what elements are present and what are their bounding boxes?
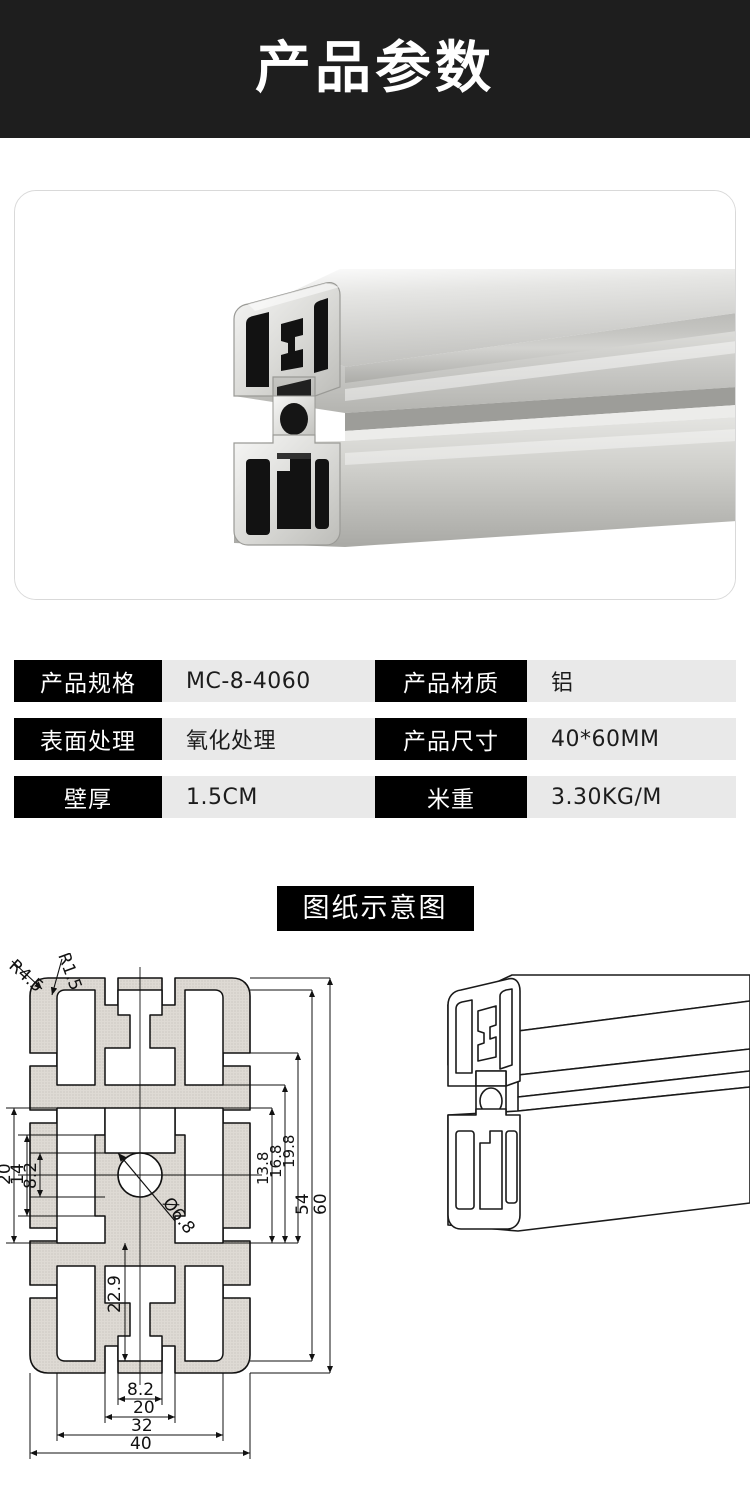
dim-vertical-54: 54 [293, 1193, 313, 1215]
spec-value-product-size: 40*60MM [527, 718, 736, 760]
spec-label-product-model: 产品规格 [14, 660, 162, 702]
technical-drawing-section: R4.5 R1.5 Ø6.8 20 14 8.2 22.9 [0, 953, 750, 1473]
table-row: 产品规格 MC-8-4060 产品材质 铝 [14, 660, 736, 702]
spec-cell-group-right: 产品尺寸 40*60MM [375, 718, 736, 760]
dim-vertical-19-8: 19.8 [280, 1135, 298, 1168]
spec-value-product-model: MC-8-4060 [162, 660, 375, 702]
dim-horizontal-40: 40 [130, 1434, 152, 1454]
spec-cell-group-left: 壁厚 1.5CM [14, 776, 375, 818]
dim-horizontal-8-2: 8.2 [127, 1380, 154, 1400]
page-title: 产品参数 [255, 36, 495, 101]
dim-vertical-60: 60 [311, 1193, 331, 1215]
spec-value-material: 铝 [527, 660, 736, 702]
spec-cell-group-right: 米重 3.30KG/M [375, 776, 736, 818]
dim-horizontal-20: 20 [133, 1398, 155, 1418]
spec-value-surface-treatment: 氧化处理 [162, 718, 375, 760]
drawing-section-header: 图纸示意图 [0, 886, 750, 931]
spec-label-material: 产品材质 [375, 660, 527, 702]
spec-label-wall-thickness: 壁厚 [14, 776, 162, 818]
spec-label-weight-per-meter: 米重 [375, 776, 527, 818]
spec-cell-group-right: 产品材质 铝 [375, 660, 736, 702]
spec-label-surface-treatment: 表面处理 [14, 718, 162, 760]
spec-label-product-size: 产品尺寸 [375, 718, 527, 760]
product-spec-table: 产品规格 MC-8-4060 产品材质 铝 表面处理 氧化处理 产品尺寸 40*… [0, 660, 750, 818]
dim-vertical-16-8: 16.8 [267, 1145, 285, 1178]
hero-photo-card [14, 190, 736, 600]
dim-vertical-14: 14 [8, 1163, 28, 1185]
spec-cell-group-left: 表面处理 氧化处理 [14, 718, 375, 760]
dim-vertical-8-2: 8.2 [21, 1162, 41, 1189]
hero-photo-section [0, 138, 750, 600]
spec-value-weight-per-meter: 3.30KG/M [527, 776, 736, 818]
dim-vertical-13-8: 13.8 [254, 1152, 272, 1185]
spec-value-wall-thickness: 1.5CM [162, 776, 375, 818]
profile-cross-section-drawing: R4.5 R1.5 Ø6.8 20 14 8.2 22.9 [0, 953, 333, 1459]
table-row: 表面处理 氧化处理 产品尺寸 40*60MM [14, 718, 736, 760]
dim-vertical-20: 20 [0, 1163, 15, 1185]
aluminum-extrusion-profile-photo [15, 191, 735, 599]
spec-cell-group-left: 产品规格 MC-8-4060 [14, 660, 375, 702]
drawing-section-title: 图纸示意图 [276, 886, 474, 931]
page-header-banner: 产品参数 [0, 0, 750, 138]
aluminum-profile-line-art [447, 974, 750, 1232]
dim-horizontal-32: 32 [131, 1416, 153, 1436]
table-row: 壁厚 1.5CM 米重 3.30KG/M [14, 776, 736, 818]
dim-vertical-22-9: 22.9 [105, 1275, 125, 1313]
